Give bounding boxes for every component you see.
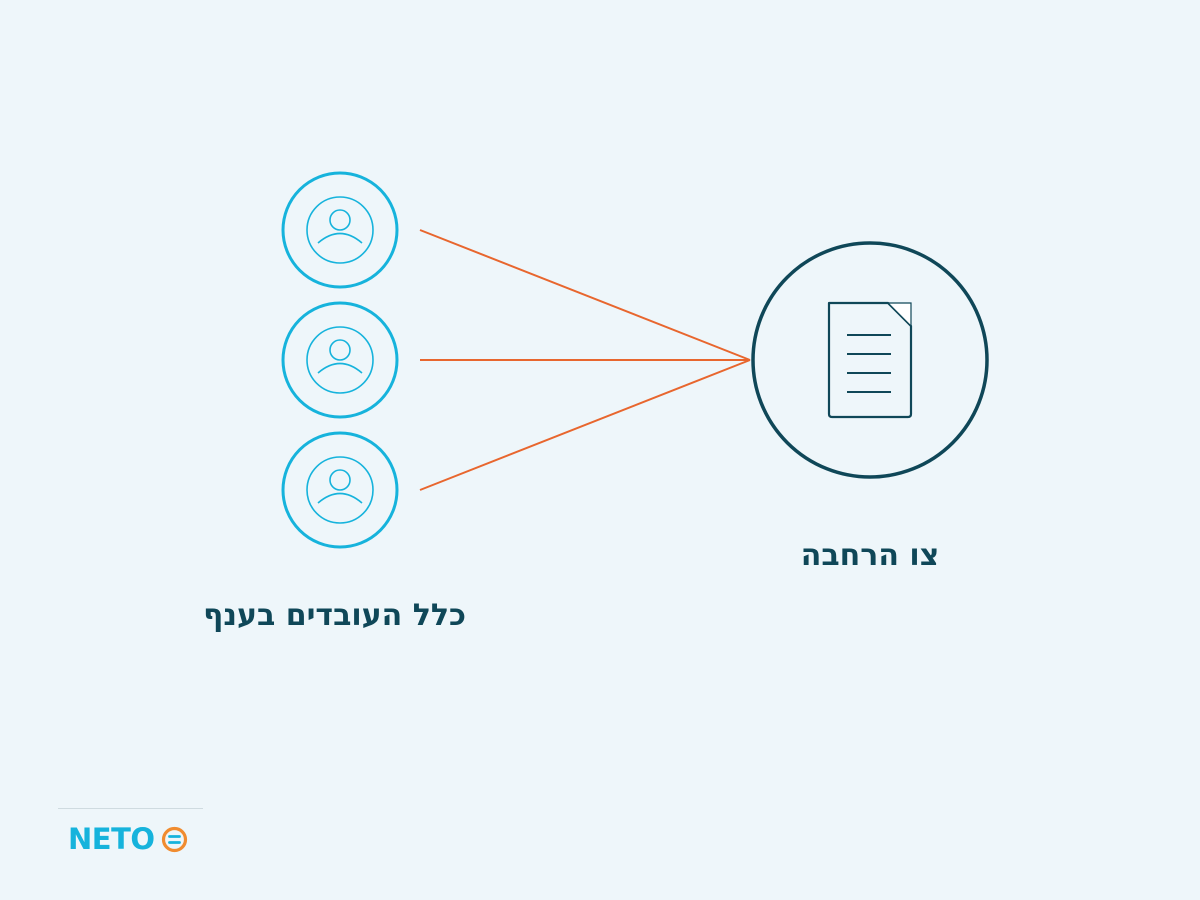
- footer-divider: [58, 808, 203, 809]
- employee-node-3: [281, 431, 399, 549]
- connector-line-top: [419, 229, 751, 361]
- connectors: [419, 229, 751, 491]
- person-icon: [306, 326, 374, 394]
- logo-mark-icon: [161, 826, 187, 852]
- person-icon: [306, 456, 374, 524]
- extension-order-node: [751, 241, 989, 479]
- brand-logo: NETO: [68, 824, 188, 854]
- employees-label: כלל העובדים בענף: [203, 598, 466, 633]
- document-icon: [827, 301, 913, 419]
- extension-order-label: צו הרחבה: [800, 538, 940, 573]
- logo-text: NETO: [68, 821, 155, 856]
- employee-node-1: [281, 171, 399, 289]
- person-icon: [306, 196, 374, 264]
- employee-node-2: [281, 301, 399, 419]
- connector-line-bottom: [419, 359, 751, 491]
